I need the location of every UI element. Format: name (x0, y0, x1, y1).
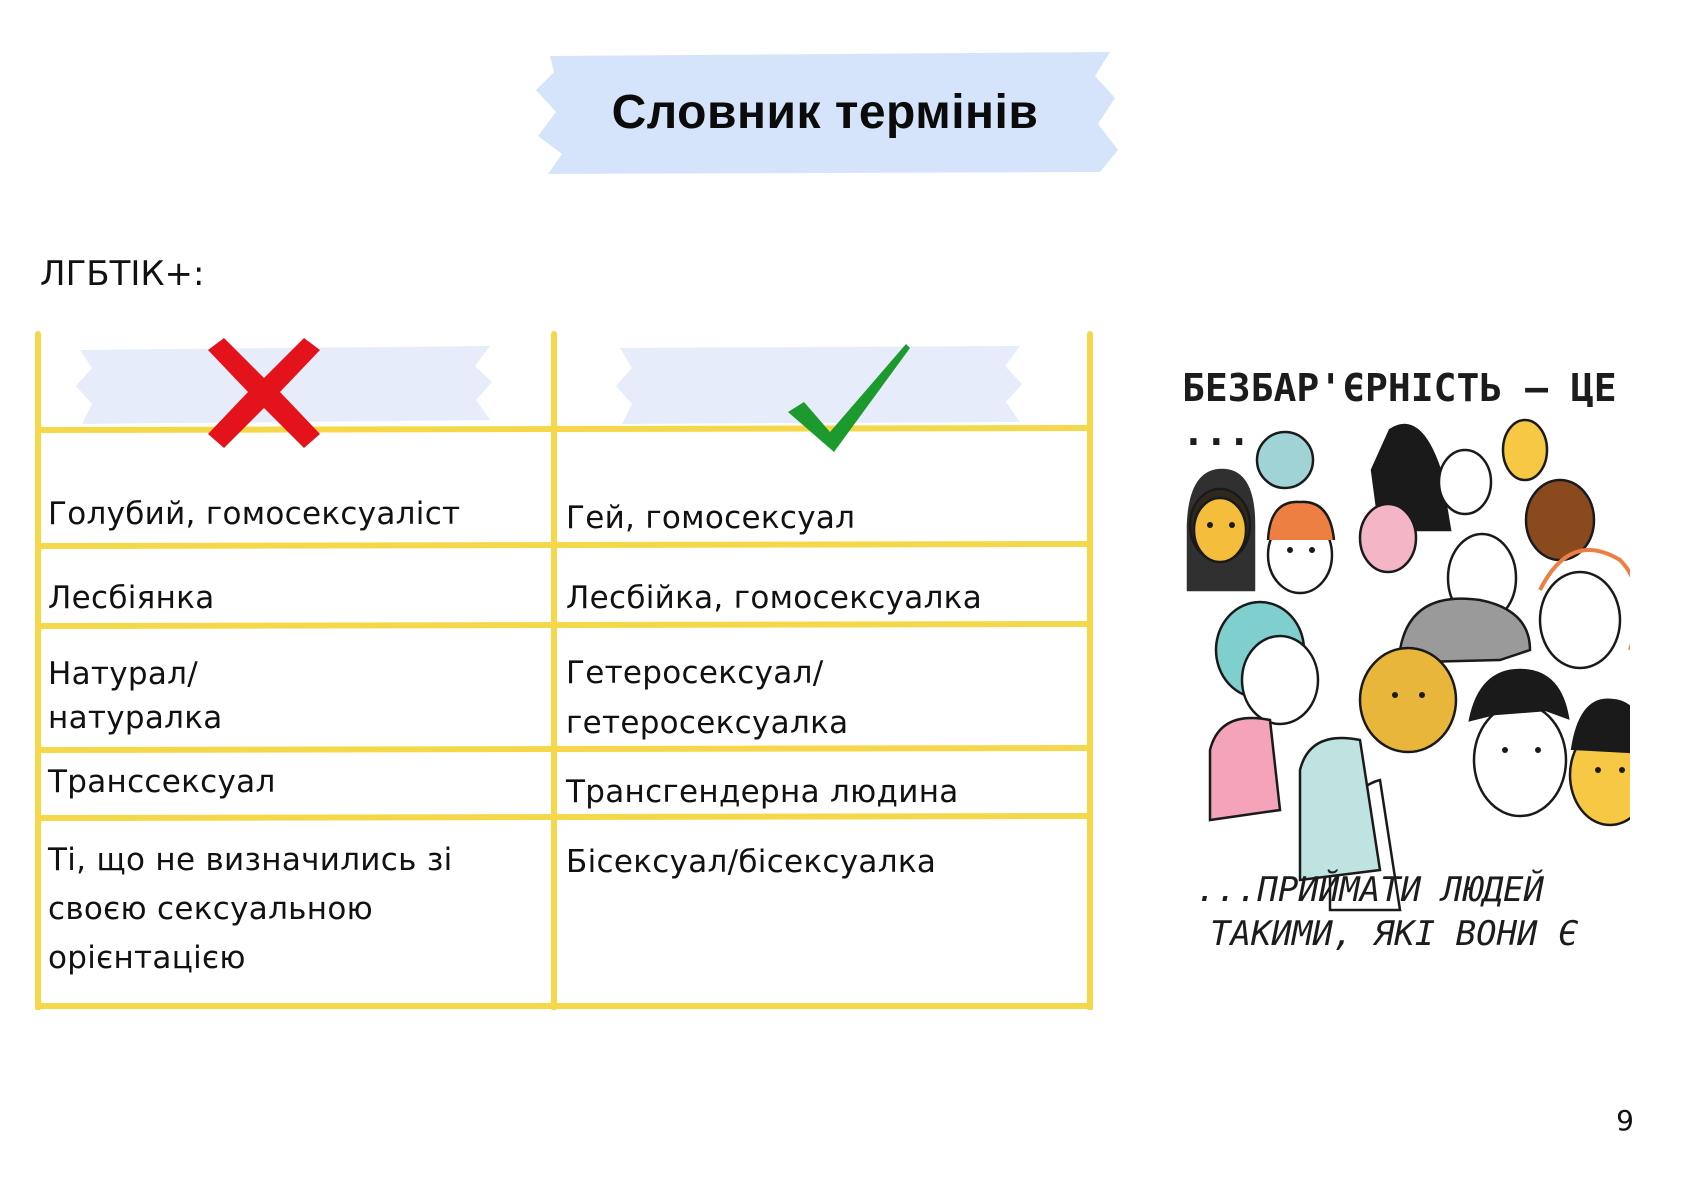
cell-right-1: Гей, гомосексуал (566, 500, 856, 536)
diverse-faces-illustration (1186, 418, 1630, 912)
illustration-caption-line1: ...ПРИЙМАТИ ЛЮДЕЙ (1196, 870, 1544, 910)
page-title: Словник термінів (611, 85, 1039, 139)
title-banner: Словник термінів (530, 46, 1120, 178)
comparison-table-grid (35, 331, 1093, 1010)
cell-wrong-3: Натурал/ натуралка (48, 656, 223, 736)
section-label: ЛГБТІК+: (40, 254, 205, 294)
cross-icon (208, 338, 320, 448)
cell-wrong-5: Ті, що не визначились зі своєю сексуальн… (48, 842, 453, 976)
page-number: 9 (1616, 1104, 1634, 1137)
cell-wrong-2: Лесбіянка (48, 580, 215, 616)
header-brush-right (616, 346, 1022, 424)
cell-right-3: Гетеросексуал/ гетеросексуалка (566, 655, 849, 741)
illustration-caption-line2: ТАКИМИ, ЯКІ ВОНИ Є (1210, 914, 1579, 954)
cell-right-2: Лесбійка, гомосексуалка (566, 580, 982, 616)
cell-wrong-4: Транссексуал (48, 764, 276, 800)
cell-right-4: Трансгендерна людина (566, 774, 959, 810)
illustration-heading: БЕЗБАР'ЄРНІСТЬ — ЦЕ ... (1182, 366, 1617, 454)
checkmark-icon (788, 344, 910, 452)
cell-right-5: Бісексуал/бісексуалка (566, 844, 937, 880)
cell-wrong-1: Голубий, гомосексуаліст (48, 496, 461, 532)
title-brush-background (536, 52, 1118, 174)
